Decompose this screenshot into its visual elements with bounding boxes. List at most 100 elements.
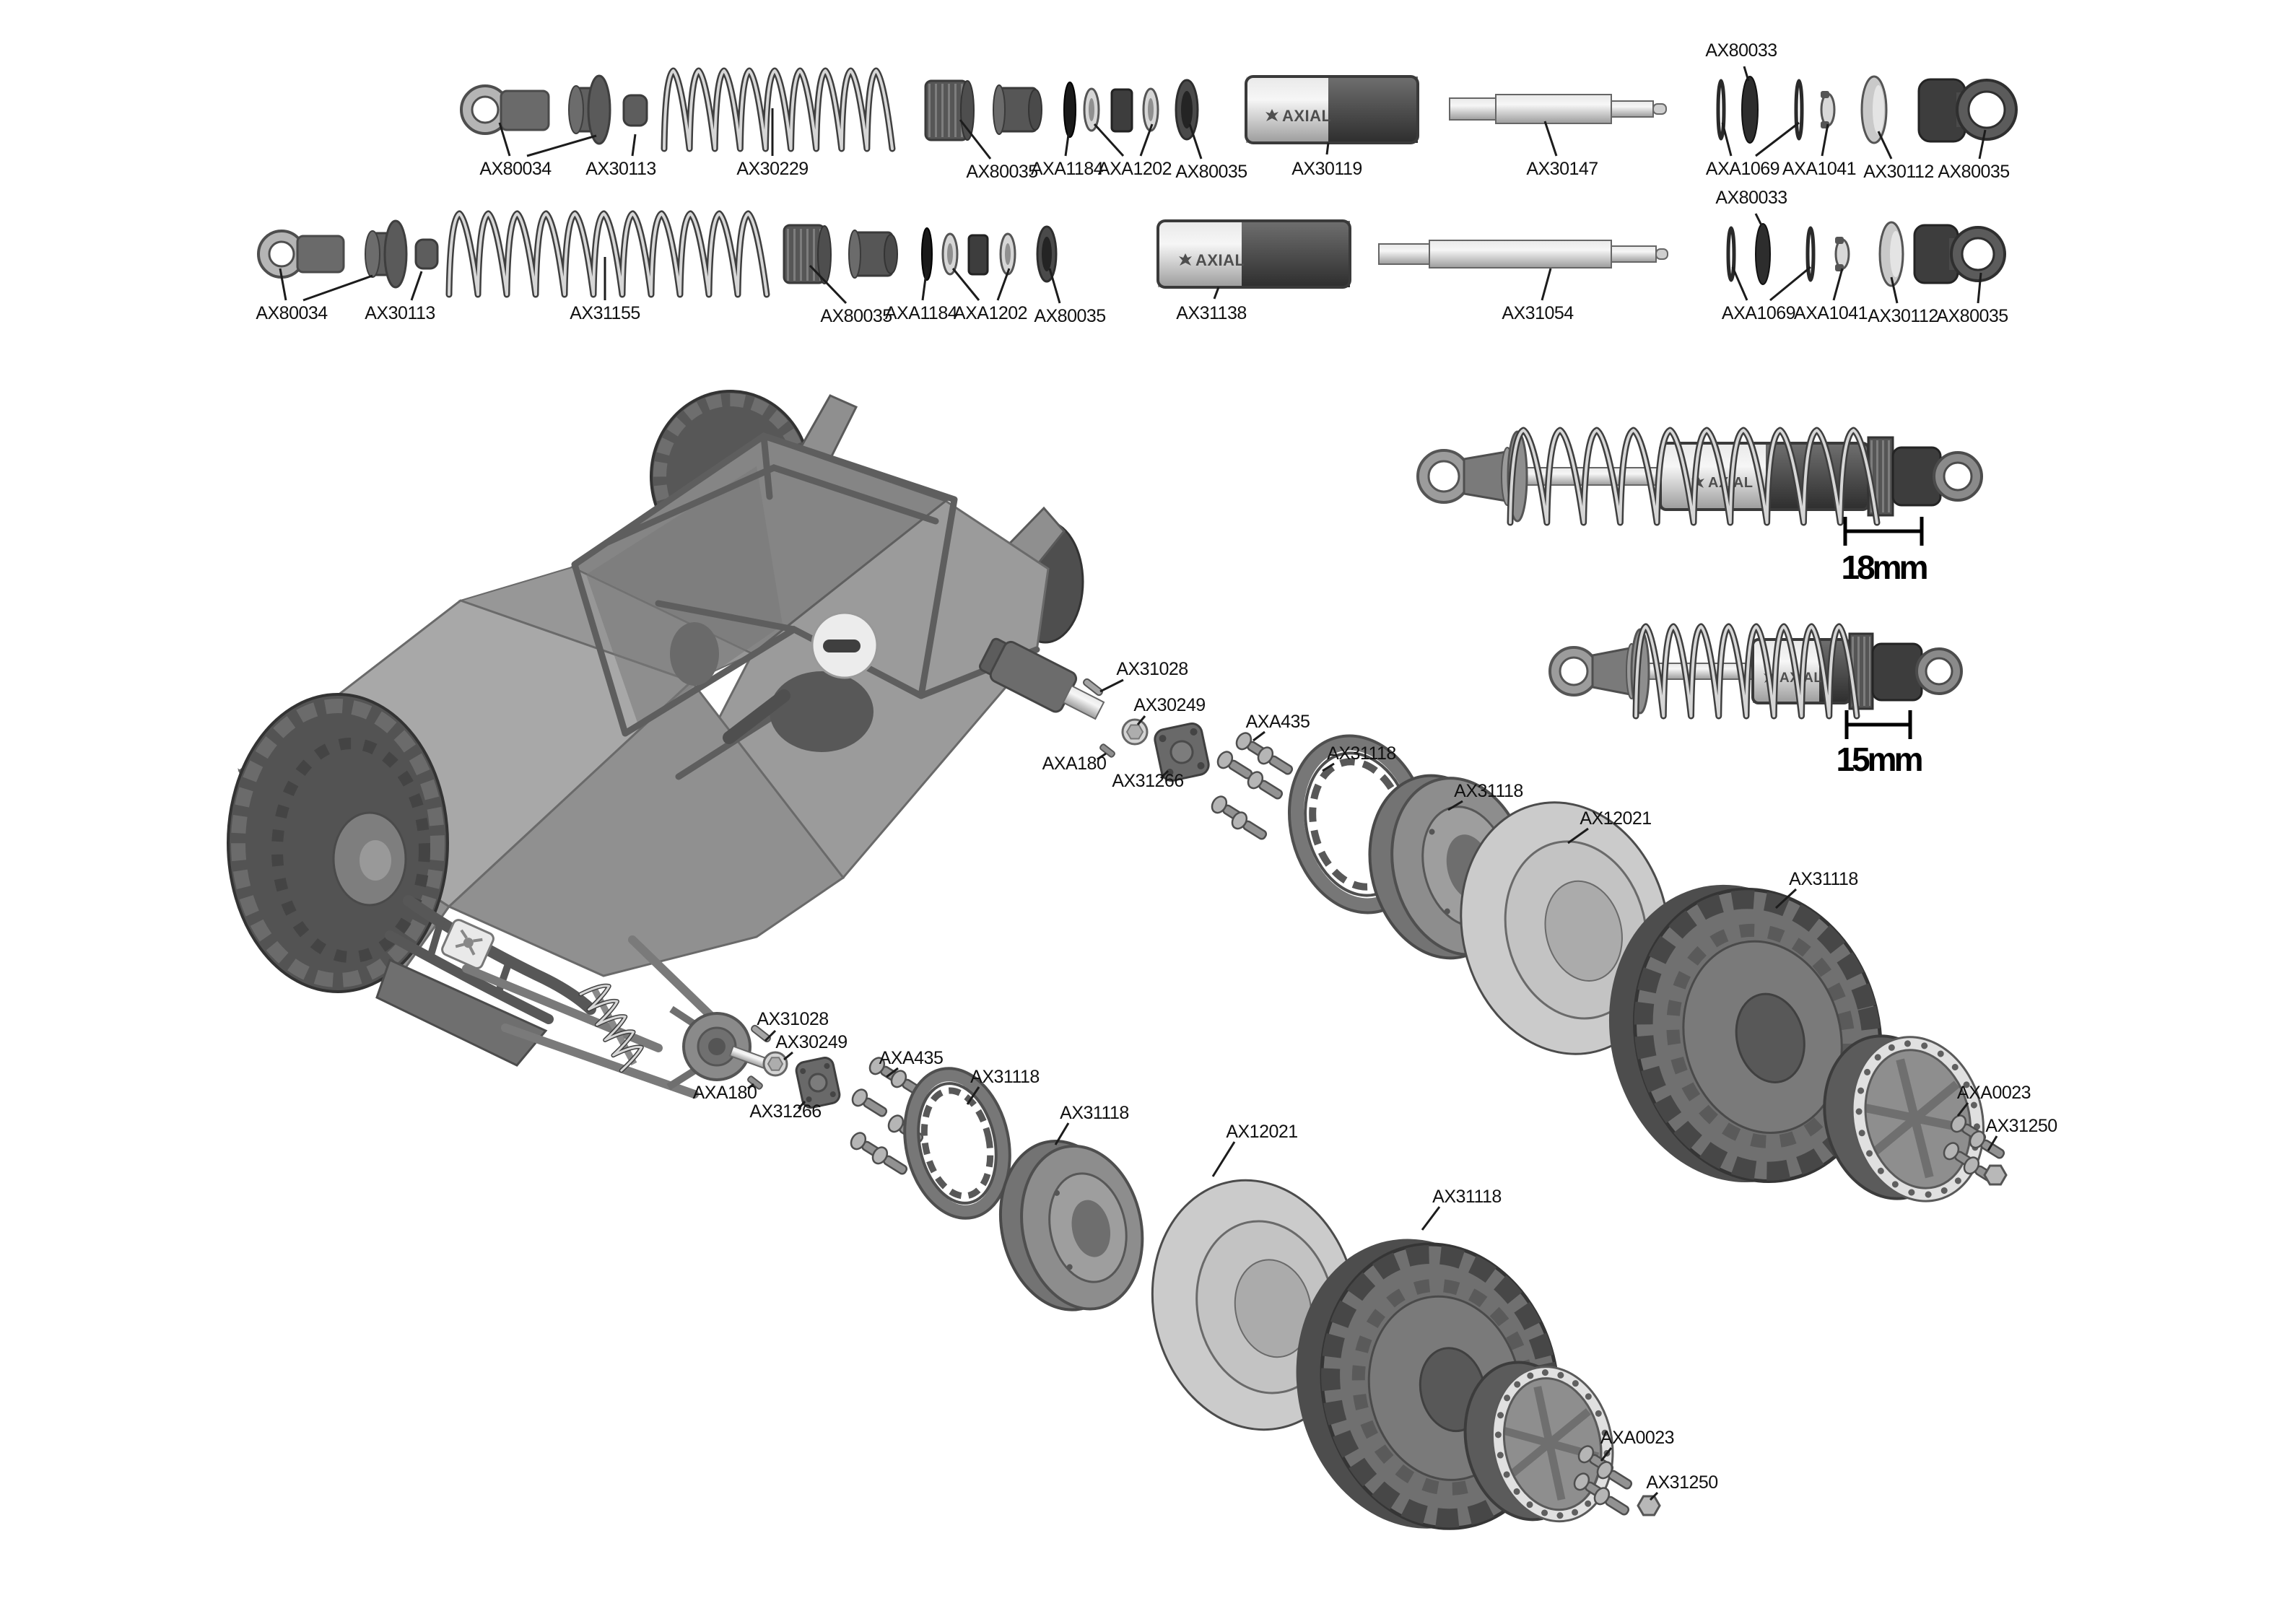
- part-label-ax80034: AX80034: [479, 159, 552, 179]
- beadlock-bolt-hole: [1908, 1189, 1915, 1196]
- beadlock-bolt-hole: [1504, 1394, 1511, 1402]
- skid-plate: [375, 958, 548, 1067]
- beadlock-bolt-hole: [1866, 1150, 1873, 1157]
- part-label-ax31118: AX31118: [970, 1067, 1040, 1087]
- leader-line: [1567, 827, 1589, 844]
- leader-line: [1159, 769, 1169, 780]
- leader-line: [783, 1051, 793, 1061]
- beadlock-bolt-hole: [1858, 1130, 1865, 1137]
- seal-ring-ax80035: [1036, 225, 1058, 283]
- beadlock-bolt-hole: [1857, 1087, 1865, 1094]
- part-label-ax12021: AX12021: [1226, 1122, 1297, 1142]
- oring-ax80033: [1741, 76, 1759, 144]
- leader-line: [302, 274, 373, 302]
- leader-line: [1048, 268, 1061, 304]
- leader-line: [1821, 123, 1829, 157]
- beadlock-bolt-hole: [1940, 1187, 1948, 1194]
- leader-line: [1755, 121, 1800, 157]
- beadlock-bolt-hole: [1541, 1509, 1548, 1516]
- shock-cap-ax30113: [365, 219, 439, 289]
- leader-line: [1743, 66, 1750, 82]
- collar-cap: [993, 84, 1042, 135]
- collar-cap: [848, 230, 898, 279]
- leader-line: [747, 1083, 754, 1090]
- part-label-axa0023: AXA0023: [1957, 1083, 2031, 1103]
- washer-axa1202-a: [1083, 87, 1100, 132]
- leader-line: [498, 122, 511, 157]
- part-label-ax30229: AX30229: [736, 159, 808, 179]
- leader-line: [809, 264, 848, 305]
- threaded-collar-ax80035: [783, 224, 832, 284]
- leader-line: [959, 119, 992, 160]
- beadlock-bolt-hole: [1595, 1410, 1602, 1417]
- leader-line: [631, 134, 637, 157]
- shim-axa1069-b: [1805, 226, 1816, 282]
- rod-end-ax80034: [257, 230, 345, 279]
- part-label-axa435: AXA435: [879, 1048, 944, 1068]
- beadlock-bolt-hole: [1874, 1054, 1881, 1061]
- beadlock-bolt-hole: [1888, 1044, 1895, 1051]
- rear-wheel-exploded-assembly: [1081, 677, 2009, 1202]
- leader-line: [1543, 121, 1558, 157]
- leader-line: [1832, 268, 1844, 301]
- part-label-ax80035: AX80035: [1175, 162, 1247, 182]
- leader-line: [1774, 888, 1798, 909]
- part-label-ax31266: AX31266: [1112, 771, 1183, 791]
- beadlock-bolt-hole: [1572, 1509, 1579, 1516]
- leader-line: [1325, 142, 1330, 155]
- leader-line: [1421, 1206, 1441, 1231]
- dimension-label: 18mm: [1842, 549, 1927, 586]
- part-label-ax31054: AX31054: [1502, 303, 1574, 323]
- tire-ax31118: [1608, 884, 1883, 1183]
- beadlock-bolt-hole: [1557, 1371, 1564, 1379]
- leader-line: [797, 1100, 806, 1110]
- shock-shaft-ax30147: [1449, 94, 1667, 124]
- shock-cap-eyelet-ax80035: [1917, 78, 2018, 143]
- piston-spacer: [967, 234, 989, 276]
- part-label-ax31118: AX31118: [1454, 781, 1523, 801]
- rod-end-ax80034: [460, 84, 550, 135]
- leader-line: [1322, 762, 1335, 772]
- leader-line: [410, 271, 423, 301]
- washer-axa1202-a: [941, 232, 959, 276]
- leader-line: [921, 266, 928, 301]
- part-label-ax12021: AX12021: [1580, 808, 1651, 829]
- windshield: [586, 466, 783, 725]
- beadlock-bolt-hole: [1855, 1108, 1863, 1115]
- shock-shaft-ax31054: [1378, 240, 1668, 269]
- leader-line: [1097, 752, 1107, 761]
- hex-adapter-ax31266: [795, 1057, 841, 1109]
- front-bumper: [385, 895, 596, 1024]
- leader-line: [1890, 276, 1899, 304]
- beadlock-bolt-hole: [1864, 1068, 1871, 1075]
- part-label-ax30112: AX30112: [1863, 162, 1934, 182]
- seat-headrest: [670, 622, 719, 686]
- axial-logo: AXIAL: [1265, 107, 1331, 125]
- leader-line: [1754, 213, 1763, 226]
- hex-hub-ax30249: [1121, 718, 1149, 746]
- spacer-axa1041: [1820, 91, 1836, 128]
- front-shock: [578, 983, 644, 1073]
- part-label-ax31266: AX31266: [749, 1101, 821, 1122]
- front-wheel-exploded-assembly: [746, 1023, 1661, 1530]
- shock-body-ax30119: AXIAL: [1245, 75, 1419, 144]
- svg-text:AXIAL: AXIAL: [1195, 251, 1245, 269]
- leader-line: [1977, 272, 1982, 304]
- oring-ax80033: [1755, 223, 1771, 285]
- shim-axa1069-a: [1716, 79, 1726, 141]
- nut-ax31250: [1983, 1164, 2008, 1186]
- part-label-axa1202: AXA1202: [1098, 159, 1172, 179]
- beadlock-bolt-hole: [1925, 1191, 1932, 1198]
- shim-axa1069-a: [1726, 226, 1736, 282]
- beadlock-outer-wheel-half: [1823, 1034, 1985, 1202]
- part-label-ax30113: AX30113: [365, 303, 435, 323]
- leader-line: [886, 1067, 899, 1078]
- dimension-label: 15mm: [1837, 741, 1922, 778]
- leader-line: [1253, 730, 1265, 742]
- part-label-axa1041: AXA1041: [1782, 159, 1856, 179]
- part-label-ax31118: AX31118: [1432, 1187, 1502, 1207]
- part-label-ax80035: AX80035: [820, 306, 892, 326]
- beadlock-bolt-hole: [1970, 1101, 1977, 1109]
- threaded-collar-ax80035: [924, 79, 975, 141]
